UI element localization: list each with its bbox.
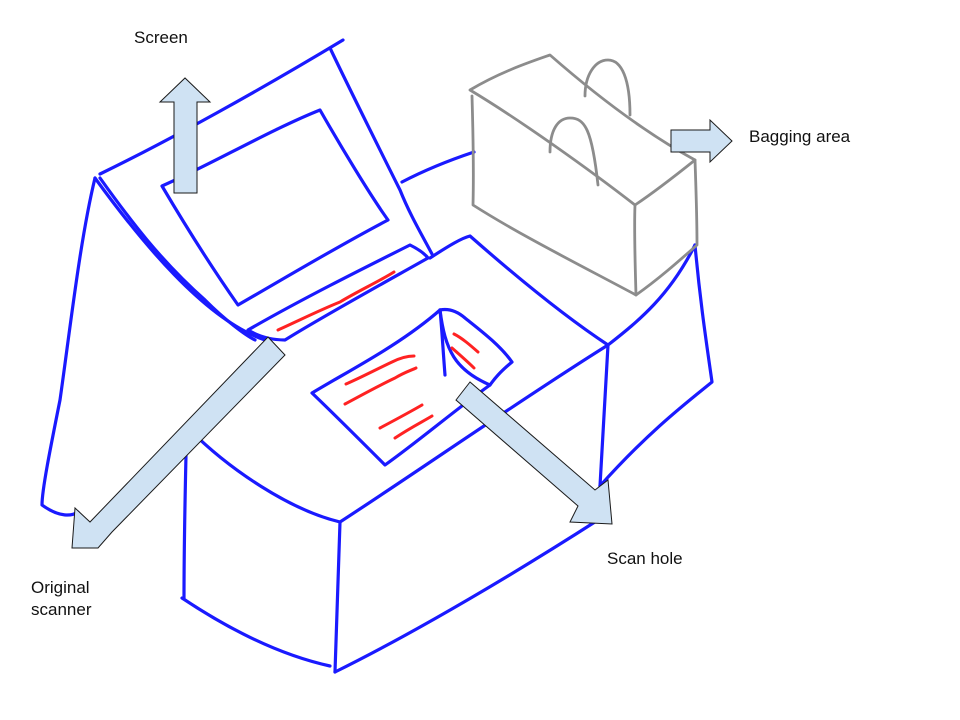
screen-panel-bottom-edge xyxy=(100,178,255,340)
counter-back-ledge xyxy=(402,152,474,182)
bagging-area-arrow xyxy=(671,120,732,162)
scan-hole-label: Scan hole xyxy=(607,548,683,569)
shopping-bag-sketch xyxy=(470,55,697,295)
bag-handle-front xyxy=(550,118,598,185)
original-scanner-label-line1: Original xyxy=(31,577,90,598)
cabinet-left-vertical xyxy=(184,455,186,598)
tray-scan-line-2 xyxy=(345,368,416,404)
kiosk-outline xyxy=(42,40,712,672)
original-scanner-label-line2: scanner xyxy=(31,599,91,620)
bag-right-face xyxy=(636,160,697,295)
cabinet-right-vertical xyxy=(600,345,608,486)
scanner-ledge xyxy=(248,245,428,340)
cabinet-left-bottom xyxy=(182,598,330,666)
screen-label: Screen xyxy=(134,27,188,48)
cabinet-front-vertical xyxy=(335,522,340,672)
screen-arrow xyxy=(160,78,210,193)
bag-top xyxy=(470,55,695,205)
kiosk-left-lower-edge xyxy=(95,178,265,340)
callout-arrows xyxy=(72,78,732,548)
tray-scan-line-1 xyxy=(346,356,414,384)
panel-scan-line-1 xyxy=(454,334,478,352)
original-scanner-arrow xyxy=(72,337,285,548)
kiosk-left-side xyxy=(42,178,95,515)
counter-top-back xyxy=(430,236,608,345)
scan-hole-arrow xyxy=(456,382,612,524)
cabinet-bottom-edge xyxy=(335,520,598,672)
bag-front-face xyxy=(472,96,636,295)
scan-hole-tray xyxy=(312,310,490,465)
bag-handle-back xyxy=(585,60,630,115)
bagging-area-label: Bagging area xyxy=(749,126,850,147)
screen-panel-top-edge xyxy=(100,40,343,174)
ledge-scan-line xyxy=(278,272,394,330)
